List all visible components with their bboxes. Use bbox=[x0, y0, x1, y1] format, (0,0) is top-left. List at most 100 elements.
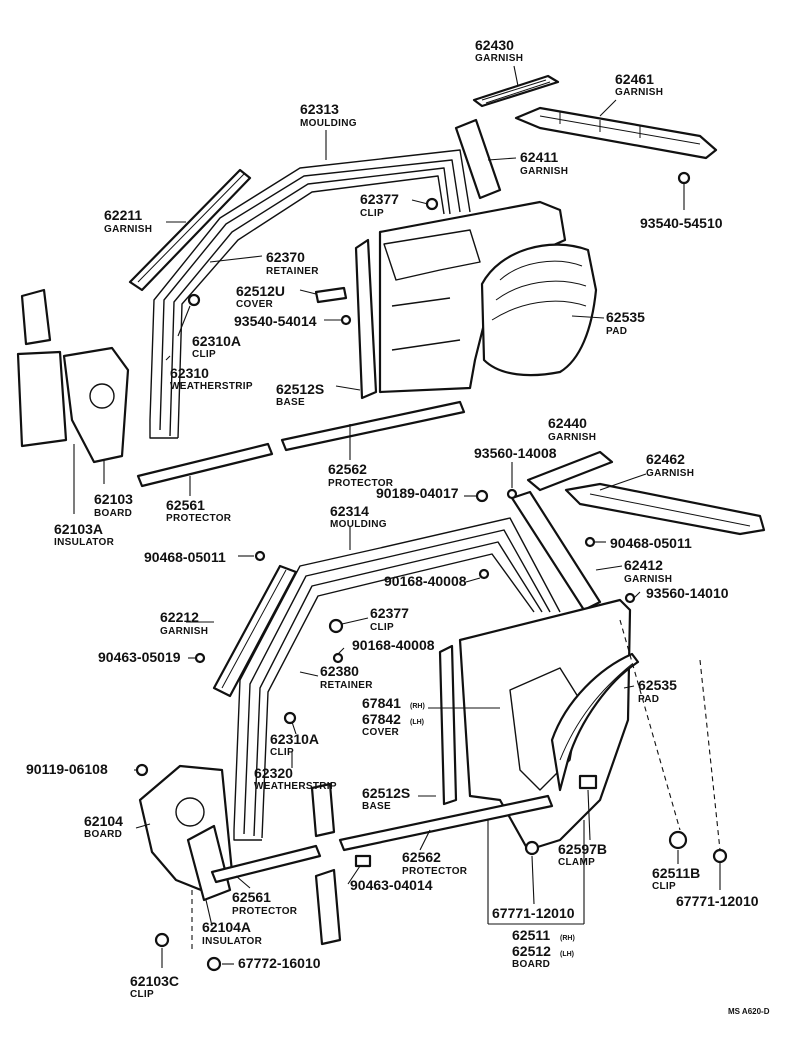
screw-90463-04014 bbox=[354, 854, 372, 868]
clamp-62597b bbox=[578, 774, 598, 790]
lower-assembly bbox=[135, 450, 766, 972]
screw-93540-54510 bbox=[677, 171, 691, 185]
base-62512s-upper bbox=[354, 238, 378, 400]
base-62512s-lower bbox=[438, 644, 458, 806]
clip-62377-upper bbox=[425, 197, 439, 211]
label-90168-40008-top: 90168-40008 bbox=[384, 573, 467, 589]
label-62412-number: 62412 bbox=[624, 557, 663, 573]
cover-62512u bbox=[314, 286, 348, 304]
label-62440-name: GARNISH bbox=[548, 432, 596, 443]
label-62377a-name: CLIP bbox=[360, 208, 384, 219]
label-62562b-number: 62562 bbox=[402, 849, 441, 865]
clip-67771-12010-left bbox=[524, 840, 540, 856]
footer-code: MS A620-D bbox=[728, 1007, 770, 1016]
label-62561b-name: PROTECTOR bbox=[232, 906, 298, 917]
screw-90468-05011-left bbox=[254, 550, 266, 562]
label-62320-name: WEATHERSTRIP bbox=[254, 781, 337, 792]
label-62430-name: GARNISH bbox=[475, 53, 523, 64]
label-62370-name: RETAINER bbox=[266, 266, 319, 277]
label-62314-name: MOULDING bbox=[330, 519, 387, 530]
label-62562a-name: PROTECTOR bbox=[328, 478, 394, 489]
label-62310a-name: CLIP bbox=[192, 349, 216, 360]
label-67841-name: COVER bbox=[362, 727, 400, 738]
label-62320-number: 62320 bbox=[254, 765, 293, 781]
screw-90468-05011-right bbox=[584, 536, 596, 548]
label-62512s2-name: BASE bbox=[362, 801, 391, 812]
label-62212-name: GARNISH bbox=[160, 626, 208, 637]
label-62310a-number: 62310A bbox=[192, 333, 241, 349]
screw-93560-14010 bbox=[624, 592, 636, 604]
label-62597b-number: 62597B bbox=[558, 841, 607, 857]
label-62511-number: 62511 bbox=[512, 927, 550, 943]
label-67842-side: (LH) bbox=[410, 719, 424, 726]
label-62103-name: BOARD bbox=[94, 508, 132, 519]
label-62313-number: 62313 bbox=[300, 101, 339, 117]
label-67771-12010-left: 67771-12010 bbox=[492, 905, 575, 921]
label-62511-side: (RH) bbox=[560, 935, 575, 942]
label-62314-number: 62314 bbox=[330, 503, 369, 519]
label-67842-number: 67842 bbox=[362, 711, 401, 727]
clip-62103c bbox=[154, 932, 170, 948]
label-62430-number: 62430 bbox=[475, 37, 514, 53]
window-seal-lower bbox=[310, 782, 336, 838]
window-seal-lower-2 bbox=[314, 868, 342, 946]
label-90468-05011-left: 90468-05011 bbox=[144, 549, 226, 565]
window-seal-upper bbox=[20, 288, 52, 346]
protector-62561-upper bbox=[136, 442, 274, 488]
label-62511b-name: CLIP bbox=[652, 881, 676, 892]
label-62561a-name: PROTECTOR bbox=[166, 513, 232, 524]
label-62535a-name: PAD bbox=[606, 326, 627, 337]
pad-62535-lower bbox=[550, 652, 640, 792]
label-62104-number: 62104 bbox=[84, 813, 123, 829]
label-62103a-number: 62103A bbox=[54, 521, 103, 537]
label-67771-12010-right: 67771-12010 bbox=[676, 893, 759, 909]
screw-93560-14008 bbox=[506, 488, 518, 500]
label-62462-name: GARNISH bbox=[646, 468, 694, 479]
label-62561b-number: 62561 bbox=[232, 889, 271, 905]
label-62461-number: 62461 bbox=[615, 71, 654, 87]
label-62310-name: WEATHERSTRIP bbox=[170, 381, 253, 392]
label-62310a2-number: 62310A bbox=[270, 731, 319, 747]
label-62597b-name: CLAMP bbox=[558, 857, 595, 868]
label-62211-number: 62211 bbox=[104, 207, 142, 223]
label-62512s-name: BASE bbox=[276, 397, 305, 408]
screw-90168-40008-mid bbox=[332, 652, 344, 664]
garnish-62430 bbox=[472, 74, 560, 108]
label-62440-number: 62440 bbox=[548, 415, 587, 431]
board-62103 bbox=[62, 346, 130, 464]
protector-62562-upper bbox=[280, 400, 466, 452]
label-62512-number: 62512 bbox=[512, 943, 551, 959]
protector-62562-lower bbox=[338, 794, 554, 852]
clip-62310a-lower bbox=[283, 711, 297, 725]
label-90463-05019: 90463-05019 bbox=[98, 649, 181, 665]
label-62377a-number: 62377 bbox=[360, 191, 399, 207]
label-90468-05011-right: 90468-05011 bbox=[610, 535, 692, 551]
label-62370-number: 62370 bbox=[266, 249, 305, 265]
moulding-62314 bbox=[233, 517, 561, 831]
clip-67771-12010-right bbox=[712, 848, 728, 864]
label-62103a-name: INSULATOR bbox=[54, 537, 115, 548]
pad-62535-upper bbox=[480, 243, 598, 377]
garnish-62212 bbox=[212, 564, 298, 698]
label-62212-number: 62212 bbox=[160, 609, 199, 625]
label-62412-name: GARNISH bbox=[624, 574, 672, 585]
leader-lines bbox=[73, 65, 721, 968]
label-62512s2-number: 62512S bbox=[362, 785, 410, 801]
label-62535b-number: 62535 bbox=[638, 677, 677, 693]
label-62511-name: BOARD bbox=[512, 959, 550, 970]
label-62535b-name: PAD bbox=[638, 694, 659, 705]
label-93560-14008: 93560-14008 bbox=[474, 445, 557, 461]
garnish-62440 bbox=[526, 450, 614, 492]
label-62310-number: 62310 bbox=[170, 365, 209, 381]
label-62104a-number: 62104A bbox=[202, 919, 251, 935]
label-62411-name: GARNISH bbox=[520, 166, 568, 177]
moulding-62313 bbox=[149, 149, 471, 421]
screw-90119-06108 bbox=[135, 763, 149, 777]
screw-90189-04017 bbox=[475, 489, 489, 503]
label-62562b-name: PROTECTOR bbox=[402, 866, 468, 877]
label-67772-16010: 67772-16010 bbox=[238, 955, 321, 971]
label-62104a-name: INSULATOR bbox=[202, 936, 263, 947]
label-62461-name: GARNISH bbox=[615, 87, 663, 98]
label-62377b-name: CLIP bbox=[370, 622, 394, 633]
insulator-62103a bbox=[16, 350, 68, 448]
